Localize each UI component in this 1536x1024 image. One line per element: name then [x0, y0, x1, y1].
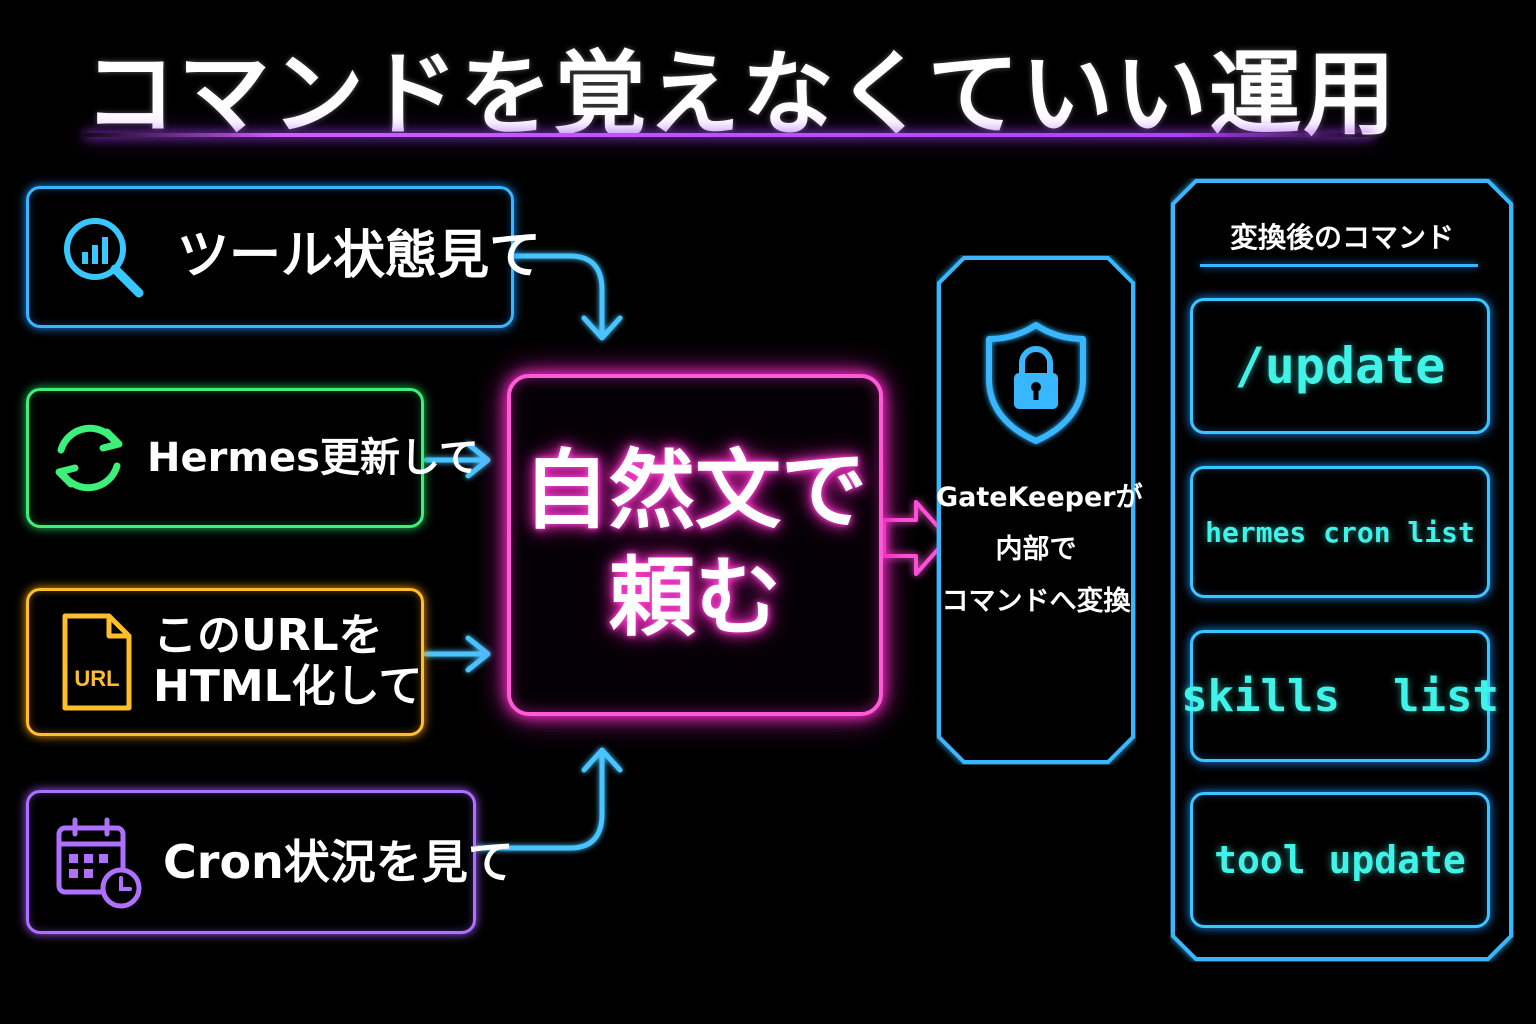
arrow-tool-status	[511, 253, 605, 339]
request-card-cron-status: Cron状況を見て	[26, 790, 514, 934]
commands-panel-divider	[1200, 264, 1478, 267]
request-label: ツール状態見て	[177, 226, 542, 287]
center-line-2: 頼む	[609, 548, 781, 648]
url-icon-text: URL	[74, 666, 119, 691]
gatekeeper-line-3: コマンドへ変換	[941, 586, 1131, 617]
request-label: Hermes更新して	[147, 435, 479, 481]
commands-panel-frame	[1171, 179, 1513, 961]
commands-panel-title: 変換後のコマンド	[1229, 221, 1454, 254]
request-label-block: このURLを HTML化して	[153, 611, 422, 712]
request-label-line: このURLを	[153, 610, 383, 662]
search-chart-icon	[43, 209, 163, 305]
request-label-line: HTML化して	[153, 661, 423, 712]
natural-language-box: 自然文で 頼む	[507, 374, 883, 716]
request-card-hermes-update: Hermes更新して	[26, 388, 479, 528]
center-line-1: 自然文で	[523, 440, 867, 541]
command-box-hermes-cron-list: hermes cron list	[1190, 466, 1490, 598]
refresh-icon	[37, 412, 141, 504]
request-card-url-html: URL このURLを HTML化して	[26, 588, 424, 736]
url-file-icon: URL	[45, 610, 149, 714]
title-underline	[84, 133, 1374, 137]
arrow-cron-status	[474, 749, 605, 851]
command-box-update: /update	[1190, 298, 1490, 434]
request-label: Cron状況を見て	[163, 834, 514, 889]
command-box-skills-list: skills list	[1181, 630, 1499, 762]
calendar-clock-icon	[39, 812, 159, 912]
gatekeeper-box: GateKeeperが 内部で コマンドへ変換	[936, 255, 1143, 765]
command-box-tool-update: tool update	[1190, 792, 1490, 928]
arrow-center-to-gatekeeper	[882, 500, 950, 576]
diagram-title: コマンドを覚えなくていい運用	[84, 41, 1398, 148]
shield-lock-icon	[986, 322, 1086, 444]
gatekeeper-line-1: GateKeeperが	[936, 482, 1143, 513]
gatekeeper-line-2: 内部で	[995, 534, 1077, 565]
request-card-tool-status: ツール状態見て	[26, 186, 541, 328]
